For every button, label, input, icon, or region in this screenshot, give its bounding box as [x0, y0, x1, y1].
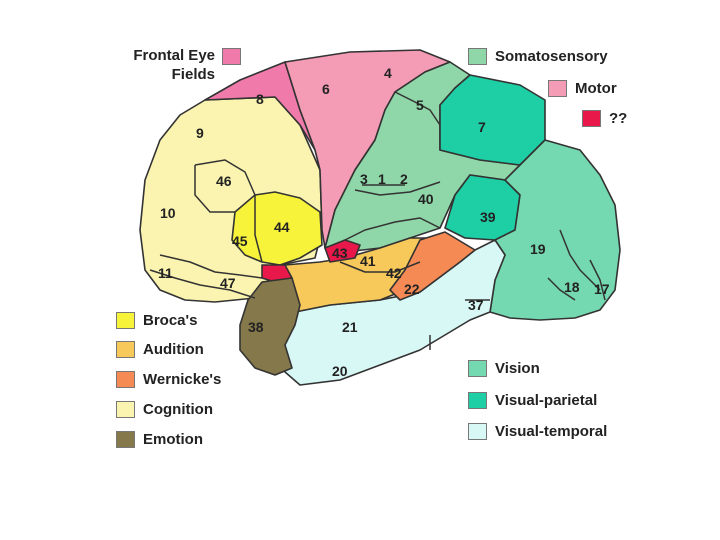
region-vision: [489, 139, 621, 321]
legend-unknown-swatch: [582, 110, 601, 127]
region-visual-parietal: [439, 74, 546, 166]
legend-somatosensory-swatch: [468, 48, 487, 65]
region-wernickes: [389, 231, 476, 301]
area-label-38: 38: [248, 319, 264, 335]
area-label-44: 44: [274, 219, 290, 235]
area-label-46: 46: [216, 173, 232, 189]
area-label-43: 43: [332, 245, 348, 261]
legend-motor-swatch: [548, 80, 567, 97]
area-label-1: 1: [378, 171, 386, 187]
legend-unknown-label: ??: [609, 110, 628, 127]
area-label-42: 42: [386, 265, 402, 281]
legend-somatosensory: Somatosensory: [468, 48, 608, 65]
legend-motor-label: Motor: [575, 80, 617, 97]
legend-audition-swatch: [116, 341, 135, 358]
area-label-5: 5: [416, 97, 424, 113]
legend-visual-parietal-label: Visual-parietal: [495, 392, 598, 409]
legend-vision: Vision: [468, 360, 540, 377]
area-label-10: 10: [160, 205, 176, 221]
area-label-21: 21: [342, 319, 358, 335]
region-unknown-43: [324, 239, 361, 263]
area-label-19: 19: [530, 241, 546, 257]
legend-unknown: ??: [582, 110, 627, 127]
legend-frontal-eye-fields: Frontal Eye Fields: [100, 46, 215, 84]
area-label-45: 45: [232, 233, 248, 249]
legend-visual-parietal-swatch: [468, 392, 487, 409]
area-label-8: 8: [256, 91, 264, 107]
legend-wernickes-label: Wernicke's: [143, 371, 222, 388]
area-label-3: 3: [360, 171, 368, 187]
legend-cognition-label: Cognition: [143, 401, 213, 418]
legend-emotion: Emotion: [116, 431, 203, 448]
area-label-41: 41: [360, 253, 376, 269]
legend-cognition-swatch: [116, 401, 135, 418]
area-label-22: 22: [404, 281, 420, 297]
area-label-4: 4: [384, 65, 392, 81]
area-label-20: 20: [332, 363, 348, 379]
legend-visual-temporal-swatch: [468, 423, 487, 440]
area-label-40: 40: [418, 191, 434, 207]
legend-visual-parietal: Visual-parietal: [468, 392, 597, 409]
legend-frontal-eye-fields-line1: Frontal Eye: [133, 47, 215, 64]
area-label-9: 9: [196, 125, 204, 141]
area-label-47: 47: [220, 275, 236, 291]
legend-brocas: Broca's: [116, 312, 197, 329]
legend-wernickes-swatch: [116, 371, 135, 388]
area-label-18: 18: [564, 279, 580, 295]
area-label-2: 2: [400, 171, 408, 187]
legend-wernickes: Wernicke's: [116, 371, 221, 388]
area-label-37: 37: [468, 297, 484, 313]
legend-audition: Audition: [116, 341, 204, 358]
area-label-7: 7: [478, 119, 486, 135]
area-label-6: 6: [322, 81, 330, 97]
region-emotion: [239, 277, 301, 376]
legend-vision-swatch: [468, 360, 487, 377]
legend-visual-temporal: Visual-temporal: [468, 423, 607, 440]
legend-emotion-swatch: [116, 431, 135, 448]
legend-frontal-eye-fields-line2: Fields: [171, 66, 215, 83]
legend-audition-label: Audition: [143, 341, 204, 358]
legend-emotion-label: Emotion: [143, 431, 203, 448]
legend-motor: Motor: [548, 80, 617, 97]
area-label-39: 39: [480, 209, 496, 225]
legend-visual-temporal-label: Visual-temporal: [495, 423, 608, 440]
area-label-17: 17: [594, 281, 610, 297]
area-label-11: 11: [158, 265, 173, 281]
legend-somatosensory-label: Somatosensory: [495, 48, 608, 65]
legend-brocas-label: Broca's: [143, 312, 198, 329]
legend-vision-label: Vision: [495, 360, 540, 377]
legend-cognition: Cognition: [116, 401, 213, 418]
legend-frontal-eye-fields-swatch: [222, 48, 241, 65]
legend-brocas-swatch: [116, 312, 135, 329]
